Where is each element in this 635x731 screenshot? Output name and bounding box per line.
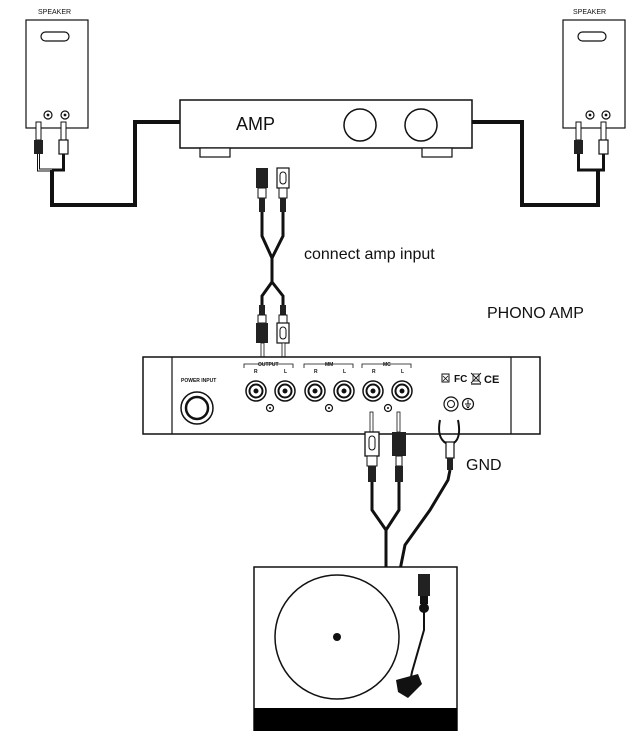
rca-plug-icon bbox=[276, 305, 290, 358]
rca-plug-icon bbox=[574, 121, 583, 154]
mc-l-label: L bbox=[401, 369, 404, 375]
amp-input-plugs bbox=[256, 167, 290, 305]
certification-marks: FC CE bbox=[441, 372, 499, 386]
spade-ground-terminal-icon bbox=[438, 419, 460, 470]
ce-mark: CE bbox=[484, 374, 499, 386]
ground-symbol-icon bbox=[461, 397, 475, 411]
speaker-right-plugs bbox=[472, 120, 609, 207]
output-label: OUTPUT bbox=[258, 362, 279, 368]
amp-knob-left bbox=[343, 108, 377, 142]
speaker-left: SPEAKER bbox=[25, 9, 89, 129]
weee-bin-icon bbox=[470, 372, 482, 385]
output-l-label: L bbox=[284, 369, 287, 375]
fc-mark: FC bbox=[454, 374, 467, 385]
mm-label: MM bbox=[325, 362, 333, 368]
rca-jack-mc-r bbox=[362, 380, 384, 402]
rca-plug-icon bbox=[276, 167, 290, 212]
tonearm-icon bbox=[396, 574, 430, 698]
rca-jack-mm-r bbox=[304, 380, 326, 402]
turntable-plugs: GND bbox=[364, 411, 502, 571]
rca-plug-icon bbox=[256, 305, 268, 358]
ground-terminal bbox=[443, 396, 459, 412]
rca-jack-mc-l bbox=[391, 380, 413, 402]
rca-plug-icon bbox=[34, 121, 43, 154]
speaker-left-label: SPEAKER bbox=[38, 9, 71, 16]
rca-jack-mm-l bbox=[333, 380, 355, 402]
phono-amp-label: PHONO AMP bbox=[487, 305, 584, 322]
mm-l-label: L bbox=[343, 369, 346, 375]
amp-label: AMP bbox=[236, 114, 275, 134]
turntable bbox=[253, 566, 458, 731]
rca-plug-icon bbox=[392, 411, 406, 482]
rca-jack-output-l bbox=[274, 380, 296, 402]
rca-jack-output-r bbox=[245, 380, 267, 402]
connect-amp-input-label: connect amp input bbox=[304, 246, 435, 263]
spindle bbox=[333, 633, 341, 641]
amp-knob-right bbox=[404, 108, 438, 142]
phono-output-plugs bbox=[256, 305, 290, 358]
rca-plug-icon bbox=[256, 168, 268, 212]
speaker-right: SPEAKER bbox=[562, 9, 626, 129]
amplifier: AMP bbox=[179, 99, 473, 158]
speaker-left-plugs bbox=[34, 120, 180, 207]
mc-r-label: R bbox=[372, 369, 376, 375]
output-r-label: R bbox=[254, 369, 258, 375]
mc-label: MC bbox=[383, 362, 391, 368]
rca-plug-icon bbox=[364, 411, 380, 482]
gnd-label: GND bbox=[466, 457, 502, 474]
phono-amp: POWER INPUT OUTPUT MM MC R L R L R L bbox=[142, 356, 541, 435]
mm-r-label: R bbox=[314, 369, 318, 375]
speaker-right-label: SPEAKER bbox=[573, 9, 606, 16]
power-input-label: POWER INPUT bbox=[181, 378, 216, 384]
